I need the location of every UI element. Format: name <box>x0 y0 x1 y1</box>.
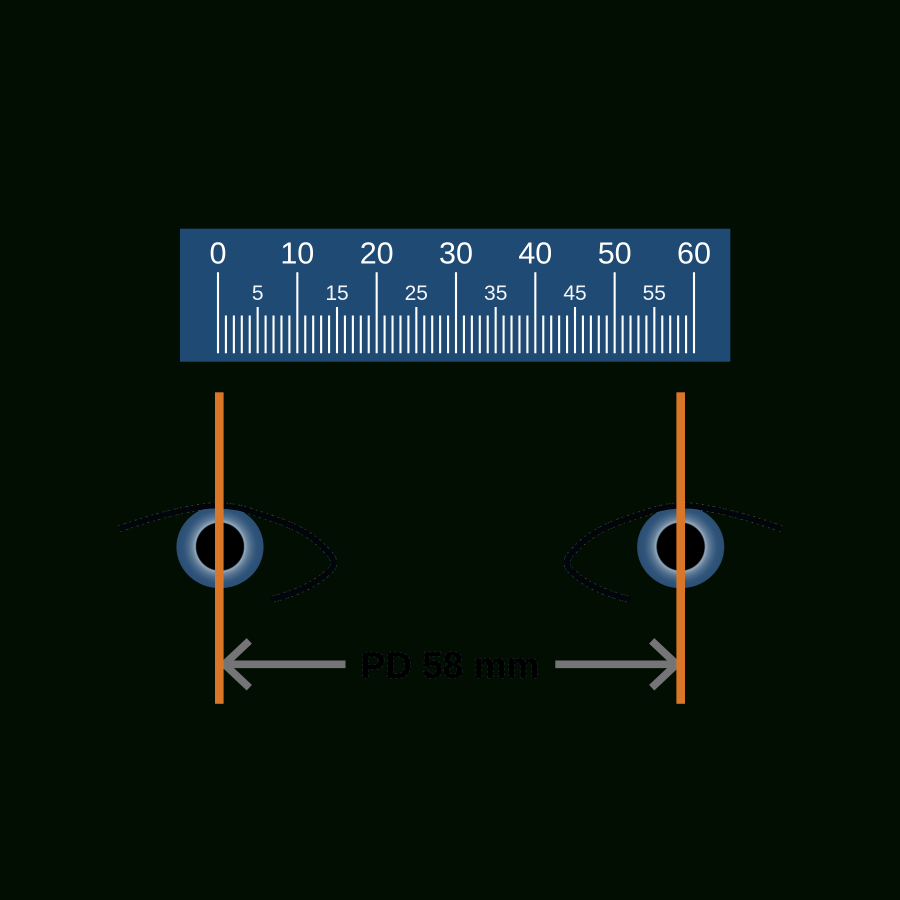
svg-text:60: 60 <box>677 237 711 271</box>
svg-text:55: 55 <box>643 282 666 305</box>
svg-text:10: 10 <box>280 237 314 271</box>
svg-text:50: 50 <box>598 237 632 271</box>
svg-text:PD 58 mm: PD 58 mm <box>361 645 540 686</box>
svg-text:0: 0 <box>210 237 227 271</box>
svg-text:35: 35 <box>484 282 507 305</box>
svg-text:15: 15 <box>325 282 348 305</box>
svg-text:25: 25 <box>405 282 428 305</box>
svg-text:30: 30 <box>439 237 473 271</box>
svg-text:45: 45 <box>563 282 586 305</box>
svg-text:5: 5 <box>252 282 264 305</box>
svg-text:40: 40 <box>518 237 552 271</box>
svg-text:20: 20 <box>360 237 394 271</box>
